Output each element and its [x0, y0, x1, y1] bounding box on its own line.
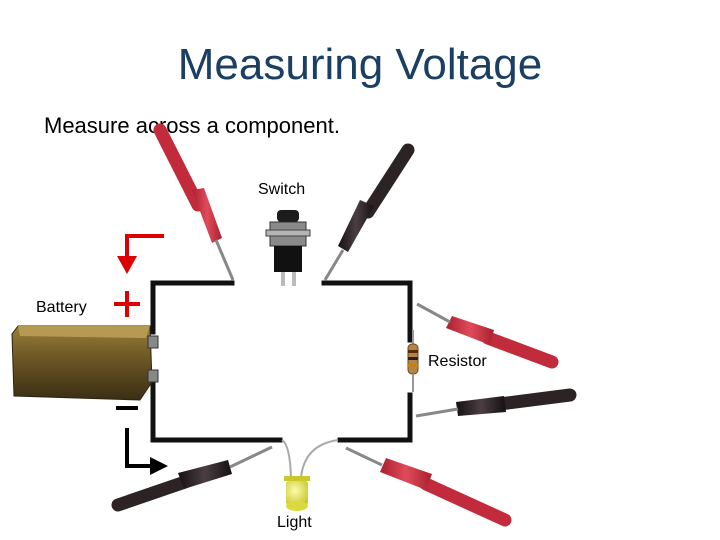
circuit-wires [150, 280, 413, 443]
negative-arrow-line [125, 428, 152, 468]
led-light-icon [281, 439, 339, 511]
arrow-down-icon [117, 256, 137, 274]
label-resistor: Resistor [428, 353, 487, 370]
probe-black-light [111, 445, 273, 512]
polarity-markers [114, 234, 164, 317]
negative-markers [116, 406, 168, 475]
wire-top-right [321, 280, 413, 343]
probe-red-switch [153, 123, 235, 281]
probe-red-light [345, 446, 512, 527]
probe-black-switch [323, 143, 415, 281]
switch-icon [265, 210, 311, 286]
slide-subtitle: Measure across a component. [44, 113, 340, 138]
wire-right [337, 392, 413, 443]
wire-bottom-left [150, 375, 283, 443]
label-switch: Switch [258, 181, 306, 198]
arrow-right-icon [150, 457, 168, 475]
wire-top-left [150, 280, 235, 335]
probe-red-resistor [416, 302, 559, 369]
label-battery: Battery [36, 299, 87, 316]
plus-sign-icon [114, 291, 140, 317]
battery-icon [11, 325, 159, 401]
positive-arrow-line [125, 234, 164, 258]
label-light: Light [277, 514, 312, 531]
slide-title: Measuring Voltage [177, 40, 543, 89]
probe-black-resistor [415, 388, 577, 418]
resistor-icon [407, 330, 419, 392]
